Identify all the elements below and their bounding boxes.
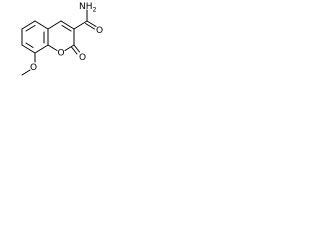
- amide-nitrogen-label: NH2: [79, 2, 97, 14]
- bond: [60, 20, 75, 30]
- double-bond-inner: [85, 23, 95, 30]
- bond: [73, 44, 80, 53]
- methoxy-group: [21, 52, 36, 76]
- bond: [34, 20, 49, 30]
- double-bond-inner: [25, 25, 36, 32]
- lactone-oxygen-label: O: [79, 53, 86, 63]
- lactone-carbonyl: [71, 44, 80, 55]
- double-bond-inner: [25, 42, 34, 48]
- bond: [47, 44, 58, 51]
- double-bond-inner: [71, 46, 78, 55]
- benzene-ring: [21, 20, 49, 54]
- methoxy-oxygen-label: O: [30, 63, 37, 73]
- bond: [73, 20, 88, 30]
- amide-group: [73, 9, 97, 30]
- bond: [34, 44, 49, 54]
- amide-carbonyl-oxygen-label: O: [96, 26, 103, 36]
- bond: [47, 20, 62, 30]
- bond: [21, 44, 36, 54]
- double-bond-inner: [61, 25, 72, 32]
- pyranone-ring: [47, 20, 75, 51]
- bond: [21, 69, 31, 76]
- bond: [21, 20, 36, 30]
- bond: [86, 20, 97, 27]
- coumarin-structure-diagram: NH2 O O O O: [21, 2, 103, 76]
- ring-oxygen-label: O: [58, 49, 65, 59]
- bond: [64, 44, 75, 51]
